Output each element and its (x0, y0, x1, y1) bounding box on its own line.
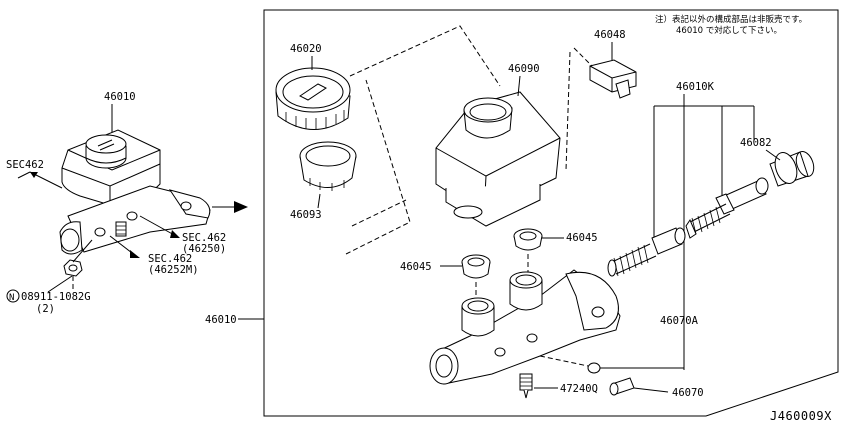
label-46093: 46093 (290, 209, 322, 221)
part-46090-reservoir (435, 91, 561, 227)
part-46045-grommet-left (461, 254, 491, 279)
label-46045-left: 46045 (400, 261, 432, 273)
secondary-piston-spring (607, 227, 686, 277)
part-46045-grommet-right (513, 228, 543, 251)
label-46010k: 46010K (676, 81, 715, 93)
label-46010-left: 46010 (104, 91, 136, 103)
label-46070: 46070 (672, 387, 704, 399)
note-line-1: 注）表記以外の構成部品は非販売です。 (655, 14, 807, 25)
primary-piston-spring (685, 177, 769, 239)
label-46252m-ref: (46252M) (148, 264, 199, 276)
label-46048: 46048 (594, 29, 626, 41)
part-47240q-valve (519, 373, 533, 399)
label-nut-qty: (2) (36, 303, 55, 315)
label-08911-1082g: 08911-1082G (21, 291, 91, 303)
label-46082: 46082 (740, 137, 772, 149)
part-46070-bolt (609, 377, 635, 396)
exploded-view-frame (263, 9, 839, 417)
label-46020: 46020 (290, 43, 322, 55)
part-46082-boot (769, 150, 815, 187)
label-sec462: SEC462 (6, 159, 44, 171)
label-46010-box: 46010 (205, 314, 237, 326)
guide-cap-to-reservoir (349, 25, 501, 227)
label-47240q: 47240Q (560, 383, 598, 395)
master-cylinder-body (429, 269, 621, 385)
label-sec462-46250: SEC.462 (182, 232, 226, 244)
part-46093-seal (299, 141, 357, 191)
left-master-cylinder-assembly (59, 129, 211, 290)
part-46048-connector (589, 59, 637, 99)
nut-symbol-n: N (9, 293, 14, 303)
diagram-code: J460009X (770, 409, 832, 423)
label-46045-right: 46045 (566, 232, 598, 244)
label-46070a: 46070A (660, 315, 699, 327)
exploded-view-arrow-icon (212, 201, 248, 213)
label-46090: 46090 (508, 63, 540, 75)
part-46070a-washer (587, 362, 601, 374)
part-46020-reservoir-cap (275, 67, 351, 130)
note-line-2: 46010 で対応して下さい。 (676, 25, 782, 36)
label-46250-ref: (46250) (182, 243, 226, 255)
left-assembly-callouts: 46010 SEC462 SEC.462 (46250) SEC.462 (46… (6, 91, 226, 315)
label-sec462-46252m: SEC.462 (148, 253, 192, 265)
